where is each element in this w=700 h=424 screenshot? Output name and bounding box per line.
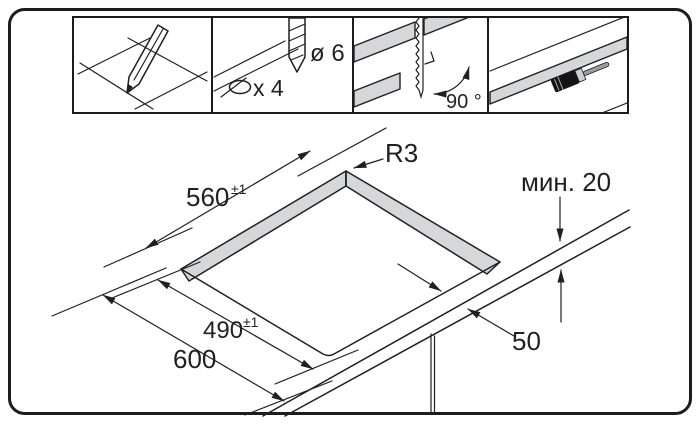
dim-600-label: 600 [173,344,216,374]
marking-line [213,48,299,92]
drill-diameter-label: ø 6 [310,40,345,67]
worktop-edge-band [489,36,627,105]
worktop-section-right [423,18,469,36]
min20-label: мин. 20 [521,167,611,197]
marking-line-bottom-right [134,71,208,110]
figure-border [8,8,692,415]
callout-min-thickness: мин. 20 [521,167,611,323]
panel-mark-cutout [77,24,208,110]
panel-drill-holes: ø 6 x 4 [213,17,345,101]
extension-tick [297,127,387,177]
steps-strip-frame [72,16,629,114]
drill-hole-icon [228,79,252,95]
cutout-near-edges [180,261,501,357]
dim-cutout-depth: 490 ±1 [111,261,359,385]
dim-50-label: 50 [512,326,541,356]
extension-tick [274,349,359,385]
dim-490-tolerance: ±1 [243,314,259,330]
steps-strip: ø 6 x 4 90 ° [72,16,629,114]
right-angle-mark [424,51,435,65]
dim-cutout-width: 560 ±1 [103,127,387,268]
worktop-front-top-edge [262,209,630,417]
cutout-wall-right [345,170,501,275]
extension-tick [111,261,201,299]
worktop-section-left [354,21,416,63]
dim-worktop-depth: 600 [51,267,333,416]
worktop-lower-line [602,102,627,112]
worktop-front-bottom-edge [284,226,631,417]
panel-jigsaw-cut: 90 ° [354,18,482,113]
extension-tick [244,380,333,416]
marking-line [213,40,286,78]
hole-count-label: x 4 [253,75,284,101]
pencil-icon [126,24,169,94]
r3-label: R3 [385,138,418,168]
marking-line-bottom-left [79,62,154,110]
worktop-face-left [354,72,401,108]
extension-tick [103,227,193,268]
cut-angle-label: 90 ° [446,91,482,113]
panel-apply-sealant [489,18,627,112]
worktop-edge-line [489,18,624,72]
callout-corner-radius: R3 [353,138,418,169]
sealant-brush-icon [551,61,610,93]
dim-560-tolerance: ±1 [231,181,247,197]
extension-tick [51,267,167,317]
cutout-diagram: 560 ±1 490 ±1 600 R3 мин. 20 [51,127,631,417]
callout-front-distance: 50 [467,308,541,356]
dim-490-label: 490 [203,317,243,344]
cutout-direction-arrow [397,263,442,292]
angle-arc-arrow [433,66,470,98]
dim-560-label: 560 [186,182,229,212]
drill-bit-icon [288,17,306,73]
jigsaw-blade-icon [415,18,424,100]
marking-line-top-right [127,37,208,82]
